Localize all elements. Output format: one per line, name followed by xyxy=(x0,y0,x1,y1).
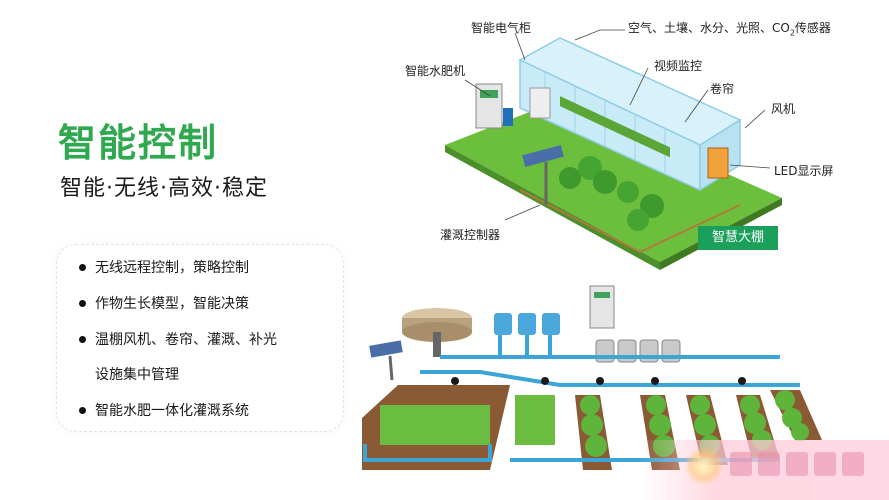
solar-panel-icon xyxy=(369,340,403,381)
reservoir-icon xyxy=(402,308,472,357)
bullet-icon xyxy=(79,300,86,307)
label-irrigation: 灌溉控制器 xyxy=(440,228,501,242)
bullet-icon xyxy=(79,407,86,414)
label-video: 视频监控 xyxy=(654,59,703,73)
water-tank-icons xyxy=(494,313,560,335)
watermark xyxy=(640,440,889,500)
fertilizer-machine-icon-2 xyxy=(589,285,615,329)
label-cabinet: 智能电气柜 xyxy=(471,21,532,35)
bullet-icon xyxy=(79,264,86,271)
tree-icons xyxy=(559,156,664,231)
smart-greenhouse-badge: 智慧大棚 xyxy=(698,226,778,250)
logo-glow-icon xyxy=(684,446,724,486)
label-fertilizer: 智能水肥机 xyxy=(405,64,466,78)
greenhouse-icon xyxy=(518,37,742,192)
fertilizer-machine-icon xyxy=(475,83,513,129)
bullet-icon xyxy=(79,336,86,343)
page-subtitle: 智能·无线·高效·稳定 xyxy=(60,176,268,201)
page-title: 智能控制 xyxy=(58,121,219,165)
label-sensors: 空气、土壤、水分、光照、CO2传感器 xyxy=(628,21,831,38)
label-curtain: 卷帘 xyxy=(710,82,735,96)
feature-item: 无线远程控制，策略控制 xyxy=(79,259,277,295)
irrigation-system xyxy=(362,285,822,470)
label-fan: 风机 xyxy=(771,102,796,116)
feature-item: 智能水肥一体化灌溉系统 xyxy=(79,402,277,438)
watermark-logo xyxy=(730,452,870,480)
feature-item-continued: 设施集中管理 xyxy=(95,367,179,383)
irrigation-controller-icon xyxy=(522,145,564,205)
feature-card: 无线远程控制，策略控制 作物生长模型，智能决策 温棚风机、卷帘、灌溉、补光 设施… xyxy=(56,244,344,432)
feature-item: 作物生长模型，智能决策 xyxy=(79,295,277,331)
feature-list: 无线远程控制，策略控制 作物生长模型，智能决策 温棚风机、卷帘、灌溉、补光 设施… xyxy=(79,259,277,438)
feature-item: 温棚风机、卷帘、灌溉、补光 xyxy=(79,331,277,367)
label-led: LED显示屏 xyxy=(774,164,834,178)
greenhouse-scene xyxy=(445,29,782,270)
